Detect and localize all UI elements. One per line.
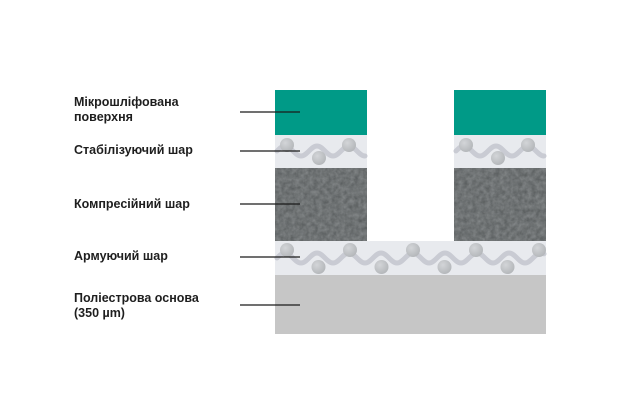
polyester-base-layer — [275, 275, 546, 334]
sphere-icon — [311, 260, 326, 274]
label-reinforcing-layer: Армуючий шар — [74, 249, 168, 263]
sphere-icon — [469, 243, 483, 257]
sphere-icon — [280, 243, 294, 257]
leader-lines — [240, 111, 300, 306]
label-polyester-base-line2: (350 µm) — [74, 306, 125, 320]
sphere-icon — [532, 243, 546, 257]
label-compression-layer: Компресійний шар — [74, 197, 190, 211]
sphere-icon — [459, 138, 473, 152]
sphere-icon — [500, 260, 515, 274]
micro-polished-block-right — [454, 90, 546, 135]
compression-layer — [275, 168, 546, 241]
label-polyester-base-line1: Поліестрова основа — [74, 291, 199, 305]
sphere-icon — [491, 151, 505, 165]
reinforcing-layer-weave — [274, 243, 547, 274]
sphere-icon — [521, 138, 535, 152]
sphere-icon — [312, 151, 326, 165]
sphere-icon — [437, 260, 452, 274]
compression-texture-right — [454, 168, 546, 241]
sphere-icon — [342, 138, 356, 152]
sphere-icon — [280, 138, 294, 152]
sphere-icon — [374, 260, 389, 274]
sphere-icon — [406, 243, 420, 257]
sphere-icon — [343, 243, 357, 257]
stabilizing-layer-weave — [274, 138, 547, 165]
label-micro-polished-line2: поверхня — [74, 110, 133, 124]
label-micro-polished-line1: Мікрошліфована — [74, 95, 179, 109]
label-stabilizing-layer: Стабілізуючий шар — [74, 143, 193, 157]
micro-polished-surface — [275, 90, 546, 135]
